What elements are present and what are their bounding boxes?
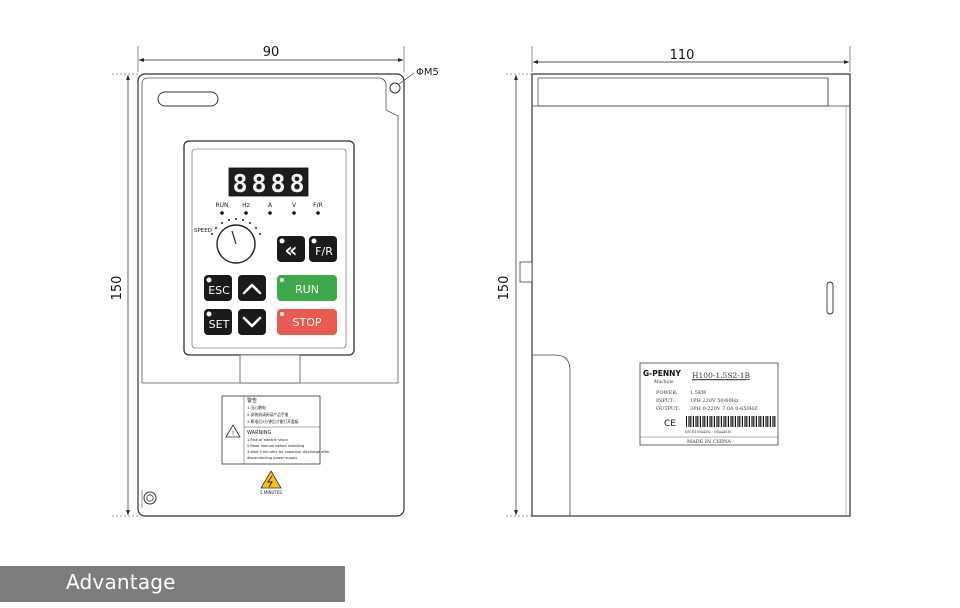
front-cover-line <box>141 77 399 383</box>
nameplate-brand: G-PENNY <box>643 369 681 378</box>
side-view: 110 150 G-PENNY Machine H100-1.5S2-1B <box>497 46 851 517</box>
side-width-dimension: 110 <box>531 46 851 72</box>
front-view: 90 150 ΦM5 8 8 8 <box>110 45 439 517</box>
nameplate-brand-sub: Machine <box>653 379 674 385</box>
indicator-a: A <box>268 202 273 209</box>
warning-title-cn: 警告 <box>247 397 257 404</box>
section-title: Advantage <box>66 570 176 594</box>
indicator-v: V <box>292 202 297 209</box>
front-height-dimension: 150 <box>110 73 140 517</box>
warning-line-cn: 3.断电后5分钟后才能打开盖板 <box>247 419 299 424</box>
esc-button[interactable]: ESC <box>204 275 232 301</box>
indicator-hz: Hz <box>242 202 250 209</box>
side-height-label: 150 <box>497 276 512 301</box>
speed-label: SPEED <box>194 228 212 234</box>
nameplate-power-value: 1.5KW <box>690 390 708 396</box>
chevron-down-icon <box>242 316 262 328</box>
up-button[interactable] <box>238 275 266 301</box>
stop-button-label: STOP <box>293 316 322 329</box>
keypad-connector <box>239 354 301 384</box>
display-digit: 8 <box>232 169 247 198</box>
barcode <box>686 416 776 427</box>
warning-line-en: 2.Read manual before installing <box>247 444 304 448</box>
nameplate-output-value: 3PH 0-220V 7.0A 0-650HZ <box>690 406 758 412</box>
run-button[interactable]: RUN <box>277 275 337 301</box>
front-height-label: 150 <box>110 276 125 301</box>
fr-button-label: F/R <box>315 245 333 258</box>
warning-line-cn: 2.安装前请阅读产品手册 <box>247 412 289 417</box>
mounting-slot <box>157 91 219 107</box>
back-button-label: « <box>285 238 298 262</box>
nameplate-made-in: MADE IN CHINA <box>687 439 731 445</box>
warning-label: ! 警告 1.当心触电 2.安装前请阅读产品手册 3.断电后5分钟后才能打开盖板… <box>221 395 330 465</box>
side-width-label: 110 <box>670 48 695 63</box>
nameplate-output-label: OUTPUT: <box>656 406 680 412</box>
nameplate-model: H100-1.5S2-1B <box>692 371 751 380</box>
chevron-up-icon <box>242 283 262 295</box>
mounting-hole-top <box>389 82 401 94</box>
side-body-outline <box>531 73 851 517</box>
run-button-label: RUN <box>295 283 319 296</box>
display-digit: 8 <box>251 169 266 198</box>
ce-mark: CE <box>664 419 676 429</box>
esc-button-label: ESC <box>208 284 230 297</box>
svg-text:!: ! <box>232 430 234 437</box>
warning-line-en: 3.Wait 5 minutes for capacitor discharge… <box>247 450 330 454</box>
back-button[interactable]: « <box>277 236 305 262</box>
led-display <box>228 167 309 197</box>
side-top-cover <box>537 77 829 107</box>
indicator-run: RUN <box>215 202 228 209</box>
warning-line-en: disconnecting power supply <box>247 456 298 460</box>
warning-triangle-icon <box>225 424 241 438</box>
side-height-dimension: 150 <box>497 73 534 517</box>
nameplate-serial: S/N:H100A4302 - DSaA4010 <box>685 430 731 434</box>
caution-sticker: 5 MINUTES <box>260 470 282 495</box>
caution-text: 5 MINUTES <box>260 490 282 495</box>
nameplate-input-label: INPUT: <box>656 398 675 404</box>
hole-size-label: ΦM5 <box>416 67 439 78</box>
warning-line-cn: 1.当心触电 <box>247 405 266 410</box>
high-voltage-icon <box>260 470 282 489</box>
section-header-bar: Advantage <box>0 566 345 602</box>
warning-line-en: 1.Risk of electric shock <box>247 438 289 442</box>
front-width-label: 90 <box>263 45 280 60</box>
down-button[interactable] <box>238 309 266 335</box>
set-button[interactable]: SET <box>204 309 232 335</box>
side-vent-slot <box>826 281 834 315</box>
speed-scale-dots <box>211 218 261 235</box>
side-tab <box>519 261 533 283</box>
side-step <box>532 354 571 516</box>
warning-title-en: WARNING <box>247 430 272 436</box>
indicator-fr: F/R <box>313 202 323 209</box>
nameplate-input-value: 1PH 220V 50/60Hz <box>690 398 739 404</box>
fr-button[interactable]: F/R <box>309 236 337 262</box>
display-digit: 8 <box>270 169 285 198</box>
nameplate: G-PENNY Machine H100-1.5S2-1B POWER: 1.5… <box>639 362 779 446</box>
stop-button[interactable]: STOP <box>277 309 337 335</box>
nameplate-power-label: POWER: <box>656 390 678 396</box>
set-button-label: SET <box>209 318 230 331</box>
front-width-dimension: 90 <box>137 45 405 72</box>
display-digit: 8 <box>289 169 304 198</box>
